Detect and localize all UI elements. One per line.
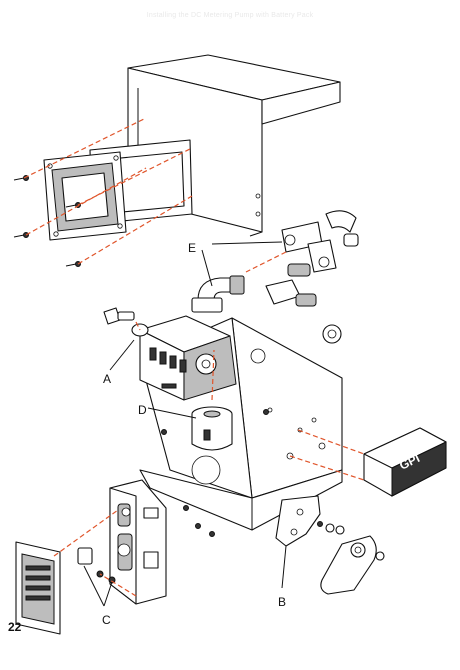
coupling <box>191 406 233 451</box>
hose-barb-fittings <box>265 263 342 344</box>
callout-b: B <box>278 595 286 609</box>
tee-fitting <box>281 221 337 273</box>
bracket <box>275 495 321 547</box>
main-chassis <box>139 317 343 531</box>
front-panel <box>363 427 447 497</box>
switch-parts <box>77 547 116 584</box>
pump-motor <box>139 315 237 401</box>
callout-leaders <box>83 241 287 607</box>
elbow-fitting <box>325 210 359 247</box>
knob-and-shaft <box>103 307 149 337</box>
callout-d: D <box>138 403 147 417</box>
callout-c: C <box>102 613 111 627</box>
pump-outlet-elbow <box>191 275 245 313</box>
callout-a: A <box>103 372 111 386</box>
nozzle-holder <box>320 535 377 595</box>
alignment-lines <box>23 117 365 597</box>
callout-e: E <box>188 241 196 255</box>
cover-plate <box>15 541 61 635</box>
page-number: 22 <box>8 620 22 634</box>
electronics-enclosure <box>109 479 167 605</box>
faint-header-text: Installing the DC Metering Pump with Bat… <box>146 12 314 19</box>
hardware-washers <box>161 409 385 561</box>
window-bezel <box>43 151 127 241</box>
